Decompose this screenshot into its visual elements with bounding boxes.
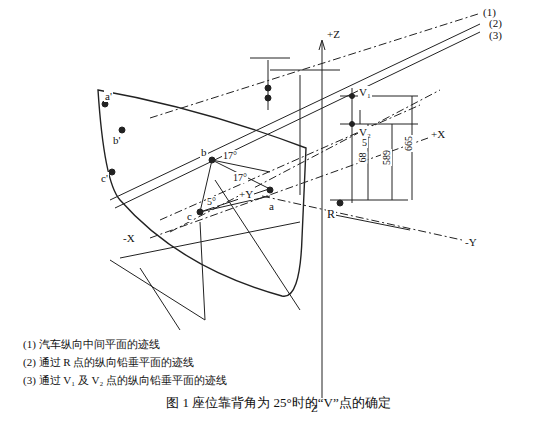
point-label: b' [112,134,121,146]
point-label: b [200,146,208,158]
angle-label: 17° [222,150,238,161]
dimension: 68 [357,152,368,164]
figure-caption: 图 1 座位靠背角为 25°时的“V”点的确定 [165,396,391,410]
note-line: (2) 通过 R 点的纵向铅垂平面的迹线 [22,356,195,368]
axis-label: -X [122,232,136,244]
dimension: 589 [381,149,392,166]
point-label: a' [104,90,113,102]
point-label: a [268,200,275,212]
axis-label: +X [430,128,446,140]
axis-label: +Z [326,28,341,40]
note-line: (3) 通过 V₁ 及 V₂ 点的纵向铅垂平面的迹线 [22,374,228,386]
point-label: V₁ [358,86,372,98]
trace-number: (2) [488,17,503,29]
point-label: R [326,208,336,221]
trace-number: (1) [482,6,497,18]
dimension: 5 [361,137,368,148]
dimension: 665 [403,135,414,152]
angle-label: 5° [206,196,217,207]
note-line: (1) 汽车纵向中间平面的迹线 [22,338,161,350]
trace-number: (3) [488,29,503,41]
point-label: c [186,210,193,222]
angle-label: 17° [232,172,248,183]
axis-label: -Y [464,236,478,248]
point-label: c' [100,172,109,184]
axis-label: +Y [238,188,254,200]
